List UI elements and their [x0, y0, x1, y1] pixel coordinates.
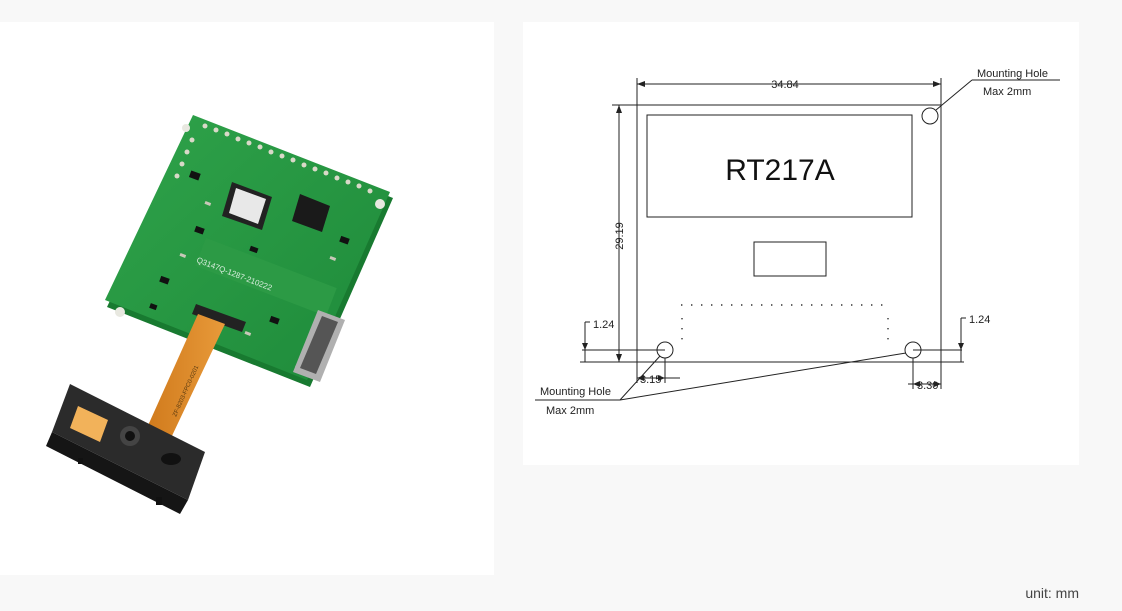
- flex-cable: [146, 314, 225, 440]
- board-outline: [636, 104, 942, 363]
- product-photo-panel: Q3147Q-1287-210222 ZF-8203-FPC0-0201: [0, 22, 494, 575]
- processor-chip: [292, 194, 330, 232]
- sensor-window: [161, 453, 181, 465]
- model-name: RT217A: [725, 154, 835, 187]
- header-pins: [174, 123, 373, 194]
- mounting-hole-label-top: Mounting Hole: [977, 68, 1048, 80]
- right-offset-vertical: 1.24: [969, 314, 990, 326]
- fpc-connector: [192, 304, 246, 332]
- dimension-arrows: [582, 81, 964, 387]
- left-offset-vertical: 1.24: [593, 319, 614, 331]
- pcb-board: [105, 115, 390, 380]
- left-offset-horizontal: 3.15: [640, 374, 661, 386]
- height-dimension: 29.19: [614, 222, 626, 250]
- width-dimension: 34.84: [771, 79, 799, 91]
- led-light: [70, 406, 108, 442]
- mounting-hole-size-bottom: Max 2mm: [546, 405, 594, 417]
- label-area: [646, 114, 913, 218]
- component-outline: [753, 241, 827, 277]
- right-offset-horizontal: 3.30: [917, 380, 938, 392]
- mounting-hole-top-right: [921, 107, 939, 125]
- board-mounting-hole: [375, 199, 385, 209]
- board-mounting-hole: [115, 307, 125, 317]
- dimension-drawing: 34.84 29.19 RT217A Mounting Hole Max 2mm…: [535, 68, 1060, 417]
- mounting-hole-size-top: Max 2mm: [983, 86, 1031, 98]
- mounting-hole-label-bottom: Mounting Hole: [540, 386, 611, 398]
- pad-rows: [681, 304, 890, 344]
- unit-label: unit: mm: [1025, 585, 1079, 601]
- dimension-drawing-panel: 34.84 29.19 RT217A Mounting Hole Max 2mm…: [523, 22, 1079, 465]
- board-mounting-hole: [182, 124, 190, 132]
- product-photo: Q3147Q-1287-210222 ZF-8203-FPC0-0201: [46, 115, 393, 514]
